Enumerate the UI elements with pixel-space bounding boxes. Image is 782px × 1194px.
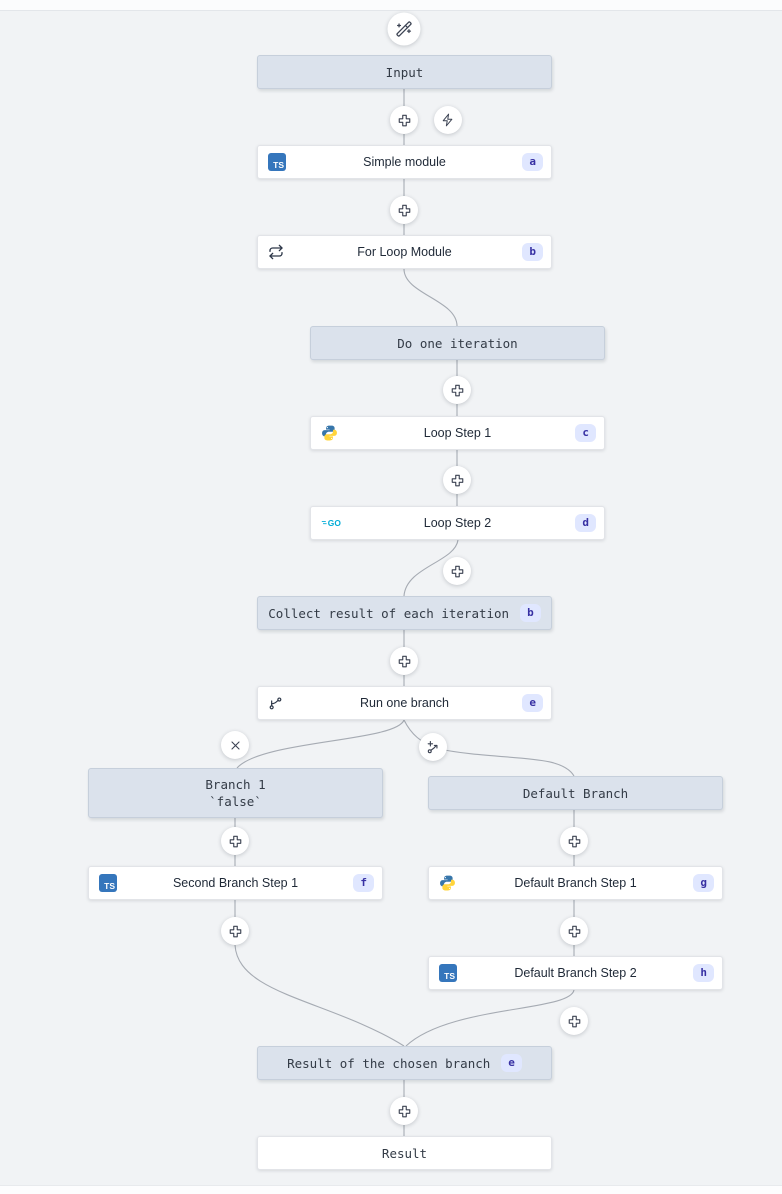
insert-branch1-end-button[interactable] — [221, 917, 249, 945]
python-icon — [439, 875, 456, 892]
insert-loop-start-button[interactable] — [443, 376, 471, 404]
step-id-badge: g — [693, 874, 714, 892]
add-branch-button[interactable] — [419, 733, 447, 761]
insert-default-end-button[interactable] — [560, 1007, 588, 1035]
insert-before-branch-button[interactable] — [390, 647, 418, 675]
node-label: Run one branch — [360, 696, 449, 710]
node-label: Default Branch Step 2 — [514, 966, 637, 980]
insert-before-result-button[interactable] — [390, 1097, 418, 1125]
insert-branch1-start-button[interactable] — [221, 827, 249, 855]
node-label: Result of the chosen branch — [287, 1055, 491, 1071]
node-input[interactable]: Input — [257, 55, 552, 89]
node-loop-step-1[interactable]: c Loop Step 1 — [310, 416, 605, 450]
top-divider — [0, 0, 782, 11]
node-result-chosen-branch[interactable]: Result of the chosen branch e — [257, 1046, 552, 1080]
typescript-icon-glyph: TS — [268, 153, 286, 171]
plus-icon — [397, 654, 412, 669]
step-id-badge: e — [522, 694, 543, 712]
edge — [236, 719, 405, 769]
insert-loop-end-button[interactable] — [443, 557, 471, 585]
repeat-icon — [268, 244, 284, 260]
node-default-branch-step-2[interactable]: TS h Default Branch Step 2 — [428, 956, 723, 990]
remove-branch-button[interactable] — [221, 731, 249, 759]
plus-icon — [567, 924, 582, 939]
trigger-button[interactable] — [434, 106, 462, 134]
insert-between-loop-steps-button[interactable] — [443, 466, 471, 494]
bottom-divider — [0, 1185, 782, 1194]
insert-default-start-button[interactable] — [560, 827, 588, 855]
git-branch-icon — [268, 695, 284, 711]
node-label: For Loop Module — [357, 245, 452, 259]
insert-before-forloop-button[interactable] — [390, 196, 418, 224]
plus-icon — [228, 924, 243, 939]
node-second-branch-step-1[interactable]: TS f Second Branch Step 1 — [88, 866, 383, 900]
x-icon — [229, 739, 242, 752]
edge — [403, 539, 459, 597]
node-label: Default Branch — [522, 785, 629, 801]
flow-ai-wand-button[interactable] — [387, 12, 421, 46]
typescript-icon-glyph: TS — [99, 874, 117, 892]
node-run-one-branch[interactable]: e Run one branch — [257, 686, 552, 720]
node-label: Do one iteration — [397, 335, 518, 351]
node-for-loop-module[interactable]: b For Loop Module — [257, 235, 552, 269]
node-default-branch[interactable]: Default Branch — [428, 776, 723, 810]
step-id-badge: d — [575, 514, 596, 532]
node-sublabel: `false` — [209, 794, 262, 809]
node-label: Branch 1 — [205, 777, 266, 792]
node-do-one-iteration[interactable]: Do one iteration — [310, 326, 605, 360]
node-label: Simple module — [363, 155, 446, 169]
typescript-icon: TS — [268, 153, 286, 171]
node-default-branch-step-1[interactable]: g Default Branch Step 1 — [428, 866, 723, 900]
edge — [403, 268, 458, 327]
plus-icon — [450, 383, 465, 398]
step-id-badge: a — [522, 153, 543, 171]
step-id-badge: f — [353, 874, 374, 892]
wand-icon — [396, 21, 413, 38]
step-id-badge: e — [501, 1054, 522, 1072]
node-loop-step-2[interactable]: GO d Loop Step 2 — [310, 506, 605, 540]
step-id-badge: b — [522, 243, 543, 261]
plus-icon — [228, 834, 243, 849]
node-label: Default Branch Step 1 — [514, 876, 637, 890]
plus-icon — [450, 564, 465, 579]
node-label: Second Branch Step 1 — [172, 876, 299, 890]
zap-icon — [441, 113, 455, 127]
insert-after-input-button[interactable] — [390, 106, 418, 134]
node-collect-result[interactable]: Collect result of each iteration b — [257, 596, 552, 630]
step-id-badge: h — [693, 964, 714, 982]
edge — [433, 747, 575, 777]
node-label: Loop Step 2 — [423, 516, 492, 530]
node-result[interactable]: Result — [257, 1136, 552, 1170]
node-label: Result — [381, 1145, 428, 1161]
plus-icon — [397, 1104, 412, 1119]
node-label: Loop Step 1 — [423, 426, 492, 440]
edge — [234, 944, 405, 1047]
svg-text:GO: GO — [328, 518, 342, 528]
python-icon — [321, 425, 338, 442]
node-simple-module[interactable]: TS a Simple module — [257, 145, 552, 179]
step-id-badge: b — [520, 604, 541, 622]
node-label: Input — [385, 64, 424, 80]
typescript-icon-glyph: TS — [439, 964, 457, 982]
plus-icon — [397, 203, 412, 218]
node-branch-1[interactable]: Branch 1 `false` — [88, 768, 383, 818]
plus-icon — [567, 1014, 582, 1029]
plus-icon — [397, 113, 412, 128]
branch-add-icon — [426, 740, 441, 755]
plus-icon — [567, 834, 582, 849]
step-id-badge: c — [575, 424, 596, 442]
typescript-icon: TS — [439, 964, 457, 982]
insert-between-default-steps-button[interactable] — [560, 917, 588, 945]
edge — [405, 989, 575, 1047]
go-icon: GO — [321, 517, 345, 529]
plus-icon — [450, 473, 465, 488]
node-label: Collect result of each iteration — [268, 605, 510, 621]
typescript-icon: TS — [99, 874, 117, 892]
